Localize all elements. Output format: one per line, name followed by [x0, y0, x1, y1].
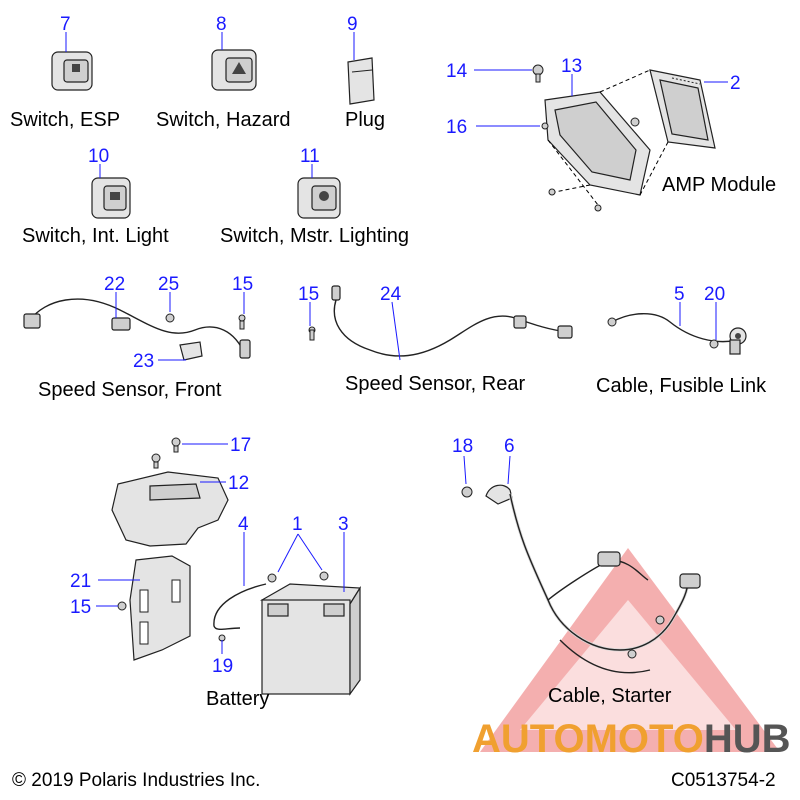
callout-5: 5 [674, 284, 685, 305]
label-battery: Battery [206, 688, 269, 710]
label-speed-sensor-front: Speed Sensor, Front [38, 379, 222, 401]
label-switch-mstr-lighting: Switch, Mstr. Lighting [220, 225, 409, 247]
callout-7: 7 [60, 14, 71, 35]
label-switch-esp: Switch, ESP [10, 109, 120, 131]
label-plug: Plug [345, 109, 385, 131]
callout-12: 12 [228, 473, 249, 494]
callout-13: 13 [561, 56, 582, 77]
callout-10: 10 [88, 146, 109, 167]
battery-cover-part [111, 437, 229, 547]
callout-17: 17 [230, 435, 251, 456]
callout-8: 8 [216, 14, 227, 35]
callout-6: 6 [504, 436, 515, 457]
speed-sensor-rear-part [308, 285, 573, 357]
callout-11: 11 [300, 146, 320, 167]
battery-part [213, 571, 362, 696]
callout-3: 3 [338, 514, 349, 535]
label-amp-module: AMP Module [662, 174, 776, 196]
callout-18: 18 [452, 436, 473, 457]
callout-20: 20 [704, 284, 725, 305]
label-switch-int-light: Switch, Int. Light [22, 225, 169, 247]
label-switch-hazard: Switch, Hazard [156, 109, 291, 131]
callout-15-front: 15 [232, 274, 253, 295]
callout-21: 21 [70, 571, 91, 592]
switch-mstr-lighting-part [297, 177, 341, 219]
callout-25: 25 [158, 274, 179, 295]
plug-part [347, 57, 375, 105]
diagram-id-text: C0513754-2 [671, 770, 776, 791]
cable-starter-part [461, 484, 701, 674]
cable-fusible-link-part [607, 313, 747, 355]
label-cable-starter: Cable, Starter [548, 685, 672, 707]
label-speed-sensor-rear: Speed Sensor, Rear [345, 373, 525, 395]
callout-2: 2 [730, 73, 741, 94]
watermark-text: AUTOMOTOHUB [472, 717, 791, 761]
callout-15-battery: 15 [70, 597, 91, 618]
callout-19: 19 [212, 656, 233, 677]
callout-16: 16 [446, 117, 467, 138]
callout-23: 23 [133, 351, 154, 372]
callout-22: 22 [104, 274, 125, 295]
copyright-text: © 2019 Polaris Industries Inc. [12, 770, 260, 791]
switch-hazard-part [211, 49, 257, 91]
callout-9: 9 [347, 14, 358, 35]
callout-15-rear: 15 [298, 284, 319, 305]
callout-4: 4 [238, 514, 249, 535]
amp-module-part [532, 64, 716, 212]
speed-sensor-front-part [23, 298, 251, 361]
switch-esp-part [51, 51, 93, 91]
callout-14: 14 [446, 61, 468, 82]
callout-1: 1 [292, 514, 303, 535]
callout-24: 24 [380, 284, 402, 305]
battery-bracket-part [117, 555, 191, 661]
label-cable-fusible-link: Cable, Fusible Link [596, 375, 767, 397]
switch-int-light-part [91, 177, 131, 219]
